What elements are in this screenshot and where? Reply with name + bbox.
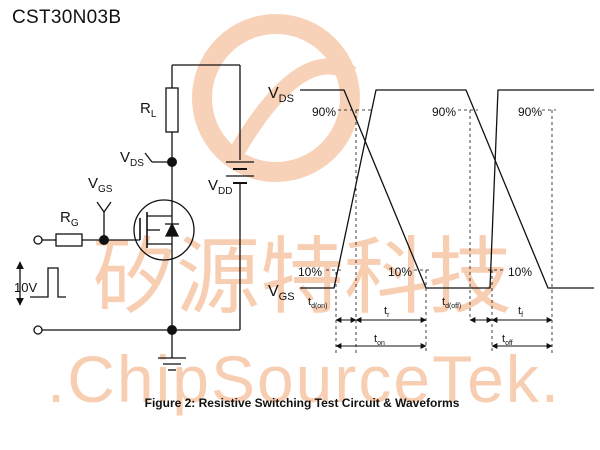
- pct10-label-b: 10%: [388, 265, 412, 279]
- gate-pulse-icon: [30, 267, 66, 298]
- source-node: [167, 325, 177, 335]
- rl-label: RL: [140, 100, 157, 120]
- watermark-chinese: 矽源特科技: [92, 230, 512, 324]
- pct10-label-c: 10%: [508, 265, 532, 279]
- td-on-label: td(on): [308, 296, 327, 310]
- watermark-logo: [192, 14, 360, 182]
- waveforms: [300, 89, 594, 289]
- test-circuit: [16, 64, 254, 371]
- pct90-label-b: 90%: [432, 105, 456, 119]
- mosfet-symbol: [133, 199, 195, 261]
- load-resistor: [165, 87, 179, 133]
- input-terminal-top: [33, 235, 43, 245]
- drain-node: [167, 157, 177, 167]
- part-number: CST30N03B: [12, 7, 122, 28]
- vds-probe-label: VDS: [120, 149, 144, 169]
- ton-label: ton: [374, 333, 385, 347]
- tr-label: tr: [384, 305, 390, 319]
- watermark-latin: .ChipSourceTek.: [47, 342, 561, 416]
- pulse-amplitude-label: 10V: [14, 280, 37, 295]
- figure-caption: Figure 2: Resistive Switching Test Circu…: [145, 396, 460, 410]
- toff-label: toff: [502, 333, 513, 347]
- input-terminal-bottom: [33, 325, 43, 335]
- vds-waveform-label: VDS: [268, 85, 294, 105]
- vds-waveform: [300, 89, 594, 289]
- gate-resistor: [55, 233, 83, 247]
- rg-label: RG: [60, 209, 79, 229]
- gate-node: [99, 235, 109, 245]
- td-off-label: td(off): [442, 296, 461, 310]
- pct90-label-a: 90%: [312, 105, 336, 119]
- vgs-waveform-label: VGS: [268, 283, 295, 303]
- body-diode-icon: [164, 222, 180, 237]
- tf-label: tf: [518, 305, 523, 319]
- vgs-waveform: [300, 89, 594, 289]
- pct90-label-c: 90%: [518, 105, 542, 119]
- watermark: 矽源特科技 .ChipSourceTek.: [47, 14, 561, 416]
- ground-icon: [158, 357, 186, 371]
- pct10-label-a: 10%: [298, 265, 322, 279]
- vdd-label: VDD: [208, 177, 232, 197]
- vgs-probe-label: VGS: [88, 175, 113, 195]
